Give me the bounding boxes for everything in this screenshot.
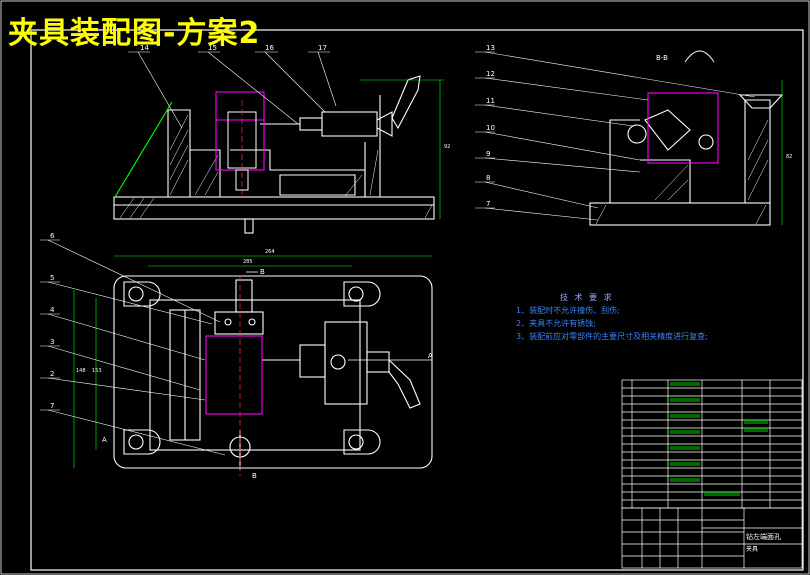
view-markers: B-B B B A A	[102, 54, 668, 480]
title-block	[621, 507, 803, 569]
drawing-border	[30, 29, 804, 571]
front-inner-lines	[227, 100, 257, 195]
part-label-right-6: 7	[486, 200, 490, 208]
tech-requirements-heading: 技 术 要 求	[560, 293, 614, 302]
dim-left-height-b: 153	[92, 368, 102, 374]
title-block-text: 钻左端面孔 夹具	[746, 532, 781, 553]
part-label-left-5: 7	[50, 402, 54, 410]
part-label-right-4: 9	[486, 150, 490, 158]
drawing-name: 钻左端面孔	[746, 532, 781, 541]
marker-b-top: B	[260, 268, 265, 276]
part-label-top-1: 15	[208, 44, 217, 52]
dim-left-height-a: 148	[76, 368, 86, 374]
dim-top-width: 264	[265, 249, 275, 255]
technical-requirements: 技 术 要 求 1、装配时不允许撞伤、刮伤; 2、夹具不允许有锈蚀; 3、装配前…	[516, 291, 708, 343]
top-workpiece	[205, 335, 263, 415]
front-view	[113, 75, 444, 234]
section-workpiece	[647, 92, 719, 164]
part-label-right-0: 13	[486, 44, 495, 52]
tech-requirement-item: 1、装配时不允许撞伤、刮伤;	[516, 306, 620, 315]
tech-requirement-item: 2、夹具不允许有锈蚀;	[516, 319, 596, 328]
part-label-left-4: 2	[50, 370, 54, 378]
part-label-top-2: 16	[265, 44, 274, 52]
dim-right-height: 82	[786, 154, 792, 160]
dim-inner-width: 285	[243, 259, 253, 265]
section-view	[589, 50, 784, 226]
dim-top-height: 92	[444, 144, 450, 150]
tech-requirement-item: 3、装配前应对零部件的主要尺寸及相关精度进行复查;	[516, 332, 708, 341]
part-label-left-3: 3	[50, 338, 54, 346]
leader-lines	[40, 51, 756, 456]
marker-a-right: A	[428, 352, 433, 360]
drawing-sub-label: 夹具	[746, 545, 758, 553]
top-view	[73, 255, 433, 470]
front-workpiece	[215, 91, 265, 171]
part-label-right-1: 12	[486, 70, 495, 78]
part-label-top-3: 17	[318, 44, 327, 52]
parts-list-fills	[670, 382, 768, 496]
part-label-top-0: 14	[140, 44, 149, 52]
marker-b-bottom: B	[252, 472, 257, 480]
part-labels: 14 15 16 17 13 12 11 10 9 8 7 6 5 4 3 2 …	[50, 44, 495, 410]
part-label-right-2: 11	[486, 97, 495, 105]
drawing-title: 夹具装配图-方案2	[8, 16, 261, 51]
parts-list	[621, 379, 803, 509]
marker-a-left: A	[102, 436, 107, 444]
dimension-labels: 264 285 92 82 148 153	[76, 144, 792, 374]
section-label: B-B	[656, 54, 668, 62]
part-label-right-3: 10	[486, 124, 495, 132]
part-label-left-0: 6	[50, 232, 55, 240]
part-label-right-5: 8	[486, 174, 490, 182]
part-label-left-2: 4	[50, 306, 55, 314]
part-label-left-1: 5	[50, 274, 54, 282]
